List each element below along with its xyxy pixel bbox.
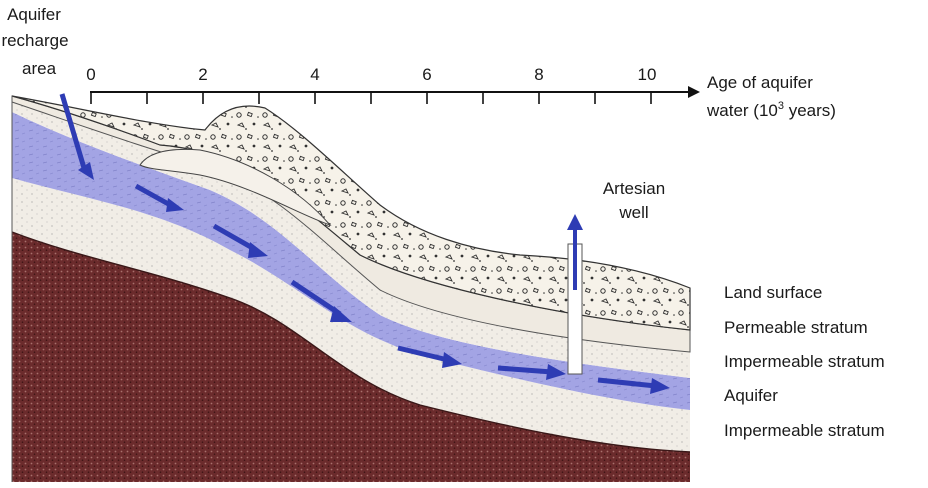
age-axis-arrowhead xyxy=(688,86,700,98)
axis-title-prefix: water (10 xyxy=(707,101,778,120)
axis-tick-label-8: 8 xyxy=(531,64,547,85)
legend-land-surface: Land surface xyxy=(724,282,822,303)
axis-title-line2: water (103 years) xyxy=(707,96,836,121)
age-axis xyxy=(90,86,700,104)
axis-title-suffix: years) xyxy=(784,101,836,120)
legend-aquifer: Aquifer xyxy=(724,385,778,406)
legend-impermeable-stratum-upper: Impermeable stratum xyxy=(724,351,885,372)
recharge-label-line2: recharge xyxy=(0,30,72,51)
well-label-line1: Artesian xyxy=(598,178,670,199)
axis-tick-label-0: 0 xyxy=(83,64,99,85)
axis-title-line1: Age of aquifer xyxy=(707,72,813,93)
recharge-label-line1: Aquifer xyxy=(0,4,68,25)
axis-tick-label-2: 2 xyxy=(195,64,211,85)
recharge-label-line3: area xyxy=(22,58,56,79)
well-label-line2: well xyxy=(598,202,670,223)
well-flow-arrowhead xyxy=(567,214,583,230)
axis-tick-label-10: 10 xyxy=(633,64,661,85)
axis-tick-label-4: 4 xyxy=(307,64,323,85)
legend-permeable-stratum: Permeable stratum xyxy=(724,317,868,338)
legend-impermeable-stratum-lower: Impermeable stratum xyxy=(724,420,885,441)
axis-tick-label-6: 6 xyxy=(419,64,435,85)
